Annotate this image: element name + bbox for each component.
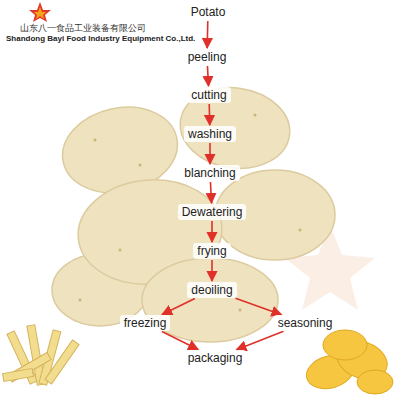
step-label: deoiling [191,283,232,297]
flow-arrow [207,66,208,86]
step-label: Dewatering [182,205,243,219]
logo-star [29,2,51,22]
step-label: washing [188,127,232,141]
step-label: freezing [124,316,167,330]
step-label: Potato [191,5,226,19]
french-fries [3,325,80,385]
flow-arrow [162,298,195,314]
process-step: peeling [184,49,231,65]
process-step: freezing [120,315,171,331]
potato-pile [52,81,335,342]
step-label: blanching [184,166,235,180]
process-step: cutting [187,87,230,103]
potato-eyes [79,114,302,312]
flow-arrow [209,143,211,164]
flow-arrow [235,298,281,314]
flow-arrow [211,221,213,242]
step-label: packaging [188,351,243,365]
company-name-chinese: 山东八一食品工业装备有限公司 [20,22,146,35]
company-name-english: Shandong Bayi Food Industry Equipment Co… [6,34,195,43]
process-step: Dewatering [178,204,247,220]
flow-arrow [206,21,208,48]
process-step: frying [193,243,230,259]
step-label: cutting [191,88,226,102]
potato [175,81,295,176]
step-label: peeling [188,50,227,64]
process-step: deoiling [187,282,236,298]
logo-star-inner [34,7,46,19]
flow-arrow [237,331,284,349]
step-label: frying [197,244,226,258]
company-logo [29,2,51,22]
process-step: washing [184,126,236,142]
flow-arrow [162,331,198,349]
process-step: seasoning [274,315,337,331]
process-step: Potato [187,4,230,20]
step-label: seasoning [278,316,333,330]
process-step: packaging [184,350,247,366]
potato-chips [303,330,393,394]
flow-arrow [210,182,211,203]
flow-arrow [211,260,213,281]
flow-arrow [208,104,210,125]
process-step: blanching [180,165,239,181]
